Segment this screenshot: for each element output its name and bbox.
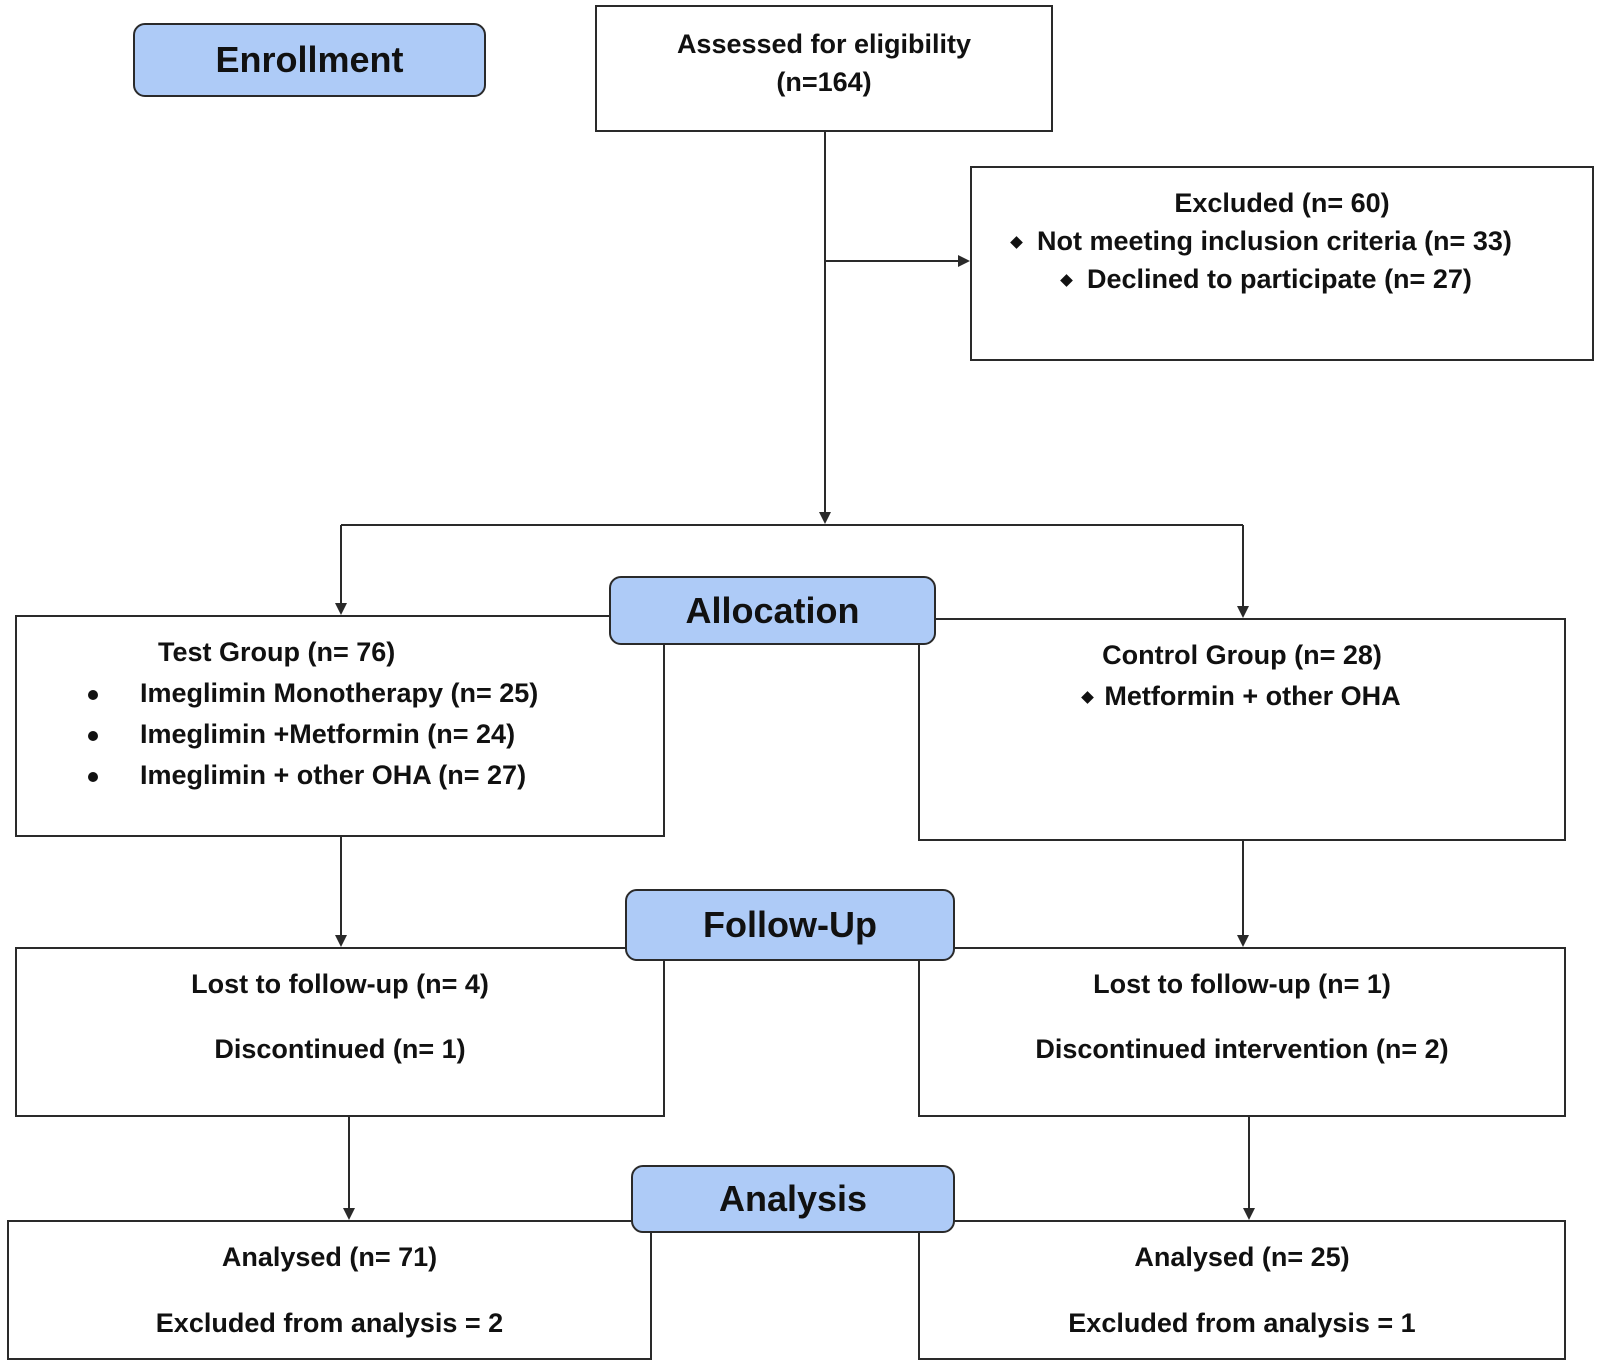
stage-allocation: Allocation <box>609 576 936 645</box>
control-analysed: Analysed (n= 25) <box>1134 1242 1350 1272</box>
stage-allocation-label: Allocation <box>685 589 860 631</box>
control-group-item: Metformin + other OHA <box>920 681 1564 712</box>
excluded-item-label: Declined to participate (n= 27) <box>1087 264 1472 294</box>
test-discontinued: Discontinued (n= 1) <box>214 1034 466 1064</box>
stage-analysis: Analysis <box>631 1165 955 1233</box>
stage-analysis-label: Analysis <box>718 1178 868 1219</box>
control-followup-box: Lost to follow-up (n= 1) Discontinued in… <box>918 947 1566 1117</box>
assessed-box: Assessed for eligibility (n=164) <box>595 5 1053 132</box>
test-group-item-label: Imeglimin Monotherapy (n= 25) <box>140 678 539 708</box>
stage-follow-up-label: Follow-Up <box>703 904 877 945</box>
control-analysis-box: Analysed (n= 25) Excluded from analysis … <box>918 1220 1566 1360</box>
test-group-item: Imeglimin +Metformin (n= 24) <box>88 719 515 750</box>
assessed-title: Assessed for eligibility <box>676 29 972 59</box>
control-group-box: Control Group (n= 28) Metformin + other … <box>918 618 1566 841</box>
test-group-title: Test Group (n= 76) <box>158 637 396 667</box>
stage-follow-up: Follow-Up <box>625 889 955 961</box>
diamond-bullet-icon <box>1010 236 1023 250</box>
assessed-count: (n=164) <box>776 67 872 97</box>
dot-bullet-icon <box>88 771 98 782</box>
test-group-item: Imeglimin Monotherapy (n= 25) <box>88 678 538 709</box>
control-discontinued: Discontinued intervention (n= 2) <box>1035 1034 1449 1064</box>
excluded-title: Excluded (n= 60) <box>1174 188 1390 218</box>
test-group-box: Test Group (n= 76) Imeglimin Monotherapy… <box>15 615 665 837</box>
control-group-title: Control Group (n= 28) <box>1102 640 1382 670</box>
diamond-bullet-icon <box>1060 274 1073 288</box>
test-group-item: Imeglimin + other OHA (n= 27) <box>88 760 526 791</box>
test-excluded-analysis: Excluded from analysis = 2 <box>155 1308 504 1338</box>
control-group-item-label: Metformin + other OHA <box>1104 681 1401 711</box>
excluded-item: Declined to participate (n= 27) <box>1060 264 1472 295</box>
excluded-item-label: Not meeting inclusion criteria (n= 33) <box>1037 226 1512 256</box>
test-group-item-label: Imeglimin + other OHA (n= 27) <box>140 760 527 790</box>
excluded-box: Excluded (n= 60) Not meeting inclusion c… <box>970 166 1594 361</box>
control-excluded-analysis: Excluded from analysis = 1 <box>1068 1308 1416 1338</box>
test-analysis-box: Analysed (n= 71) Excluded from analysis … <box>7 1220 652 1360</box>
test-analysed: Analysed (n= 71) <box>221 1242 438 1272</box>
dot-bullet-icon <box>88 689 98 700</box>
dot-bullet-icon <box>88 730 98 741</box>
stage-enrollment-label: Enrollment <box>215 39 404 80</box>
diamond-bullet-icon <box>1081 691 1095 705</box>
stage-enrollment: Enrollment <box>133 23 486 97</box>
test-followup-box: Lost to follow-up (n= 4) Discontinued (n… <box>15 947 665 1117</box>
control-lost-followup: Lost to follow-up (n= 1) <box>1093 969 1391 999</box>
test-group-item-label: Imeglimin +Metformin (n= 24) <box>140 719 516 749</box>
test-lost-followup: Lost to follow-up (n= 4) <box>191 969 489 999</box>
excluded-item: Not meeting inclusion criteria (n= 33) <box>1010 226 1512 257</box>
